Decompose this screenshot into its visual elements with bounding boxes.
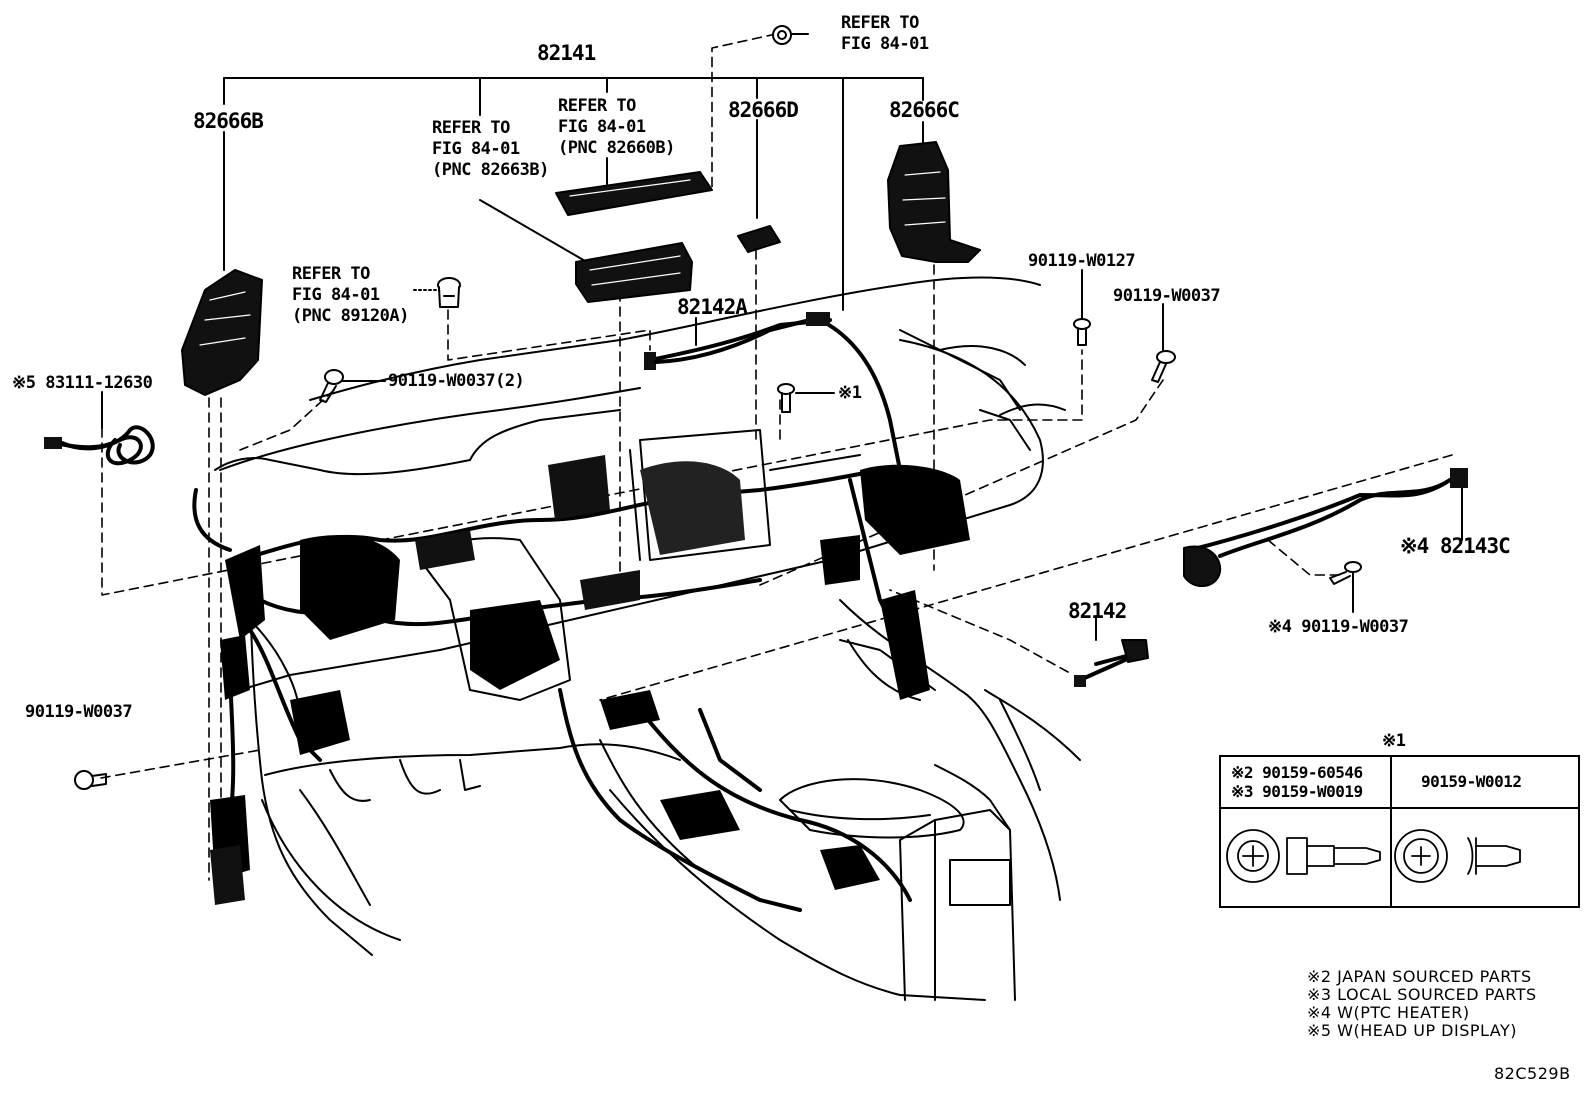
part-ecu-82660B xyxy=(555,171,713,216)
label-90119-W0127: 90119-W0127 xyxy=(1028,251,1136,271)
part-82143C-harness xyxy=(1183,468,1468,587)
label-82666B: 82666B xyxy=(193,109,264,133)
label-82143C: ※4 82143C xyxy=(1400,534,1511,558)
diagram-code: 82C529B xyxy=(1494,1064,1571,1083)
label-ref-a-3: (PNC 82663B) xyxy=(432,160,549,180)
label-82142: 82142 xyxy=(1068,599,1127,623)
fastener-table-hline xyxy=(1221,807,1578,809)
fastener-table-vline xyxy=(1390,757,1392,906)
part-82666D-connector xyxy=(737,225,781,253)
label-note1-screw: ※1 xyxy=(838,383,862,403)
dashed-lines xyxy=(100,33,1453,881)
bolt-90119-W0127 xyxy=(1073,318,1091,346)
bolt-90119-W0037-left xyxy=(74,770,107,790)
part-82142A-harness xyxy=(644,312,830,370)
part-89120A-sensor xyxy=(437,277,461,308)
bolt-90119-W0037-4 xyxy=(1329,561,1362,585)
label-ref-b-3: (PNC 82660B) xyxy=(558,138,675,158)
label-82142A: 82142A xyxy=(677,295,748,319)
harness-bundles xyxy=(210,455,970,905)
label-ref-c-2: FIG 84-01 xyxy=(292,285,380,305)
fastener-drawings xyxy=(1226,829,1521,883)
part-82142-harness xyxy=(1074,639,1149,687)
fastener-col1-line1: ※2 90159-60546 xyxy=(1231,763,1363,782)
part-83111-sensor-harness xyxy=(44,425,155,465)
screw-note1 xyxy=(777,383,795,413)
fastener-col1-line2: ※3 90159-W0019 xyxy=(1231,782,1363,801)
label-ref-c-3: (PNC 89120A) xyxy=(292,306,409,326)
clip-refer-top xyxy=(772,25,792,45)
label-83111-12630: ※5 83111-12630 xyxy=(12,373,153,393)
label-90119-W0037-4: ※4 90119-W0037 xyxy=(1268,617,1409,637)
label-refer-top-2: FIG 84-01 xyxy=(841,34,929,54)
fastener-table: ※2 90159-60546 ※3 90159-W0019 90159-W001… xyxy=(1219,755,1580,908)
dashboard-outline xyxy=(214,276,1081,1001)
label-82666D: 82666D xyxy=(728,98,799,122)
label-90119-W0037-2: 90119-W0037(2) xyxy=(388,371,525,391)
fastener-col2: 90159-W0012 xyxy=(1421,772,1522,791)
label-82666C: 82666C xyxy=(889,98,960,122)
note-local-sourced: ※3 LOCAL SOURCED PARTS xyxy=(1307,985,1537,1004)
label-90119-W0037-left: 90119-W0037 xyxy=(25,702,133,722)
bolt-90119-W0037-2 xyxy=(319,369,344,403)
label-ref-b-2: FIG 84-01 xyxy=(558,117,646,137)
label-90119-W0037-right: 90119-W0037 xyxy=(1113,286,1221,306)
note-head-up-display: ※5 W(HEAD UP DISPLAY) xyxy=(1307,1021,1518,1040)
bolt-90119-W0037-right xyxy=(1151,350,1176,383)
label-ref-c-1: REFER TO xyxy=(292,264,370,284)
note-japan-sourced: ※2 JAPAN SOURCED PARTS xyxy=(1307,967,1532,986)
label-ref-a-1: REFER TO xyxy=(432,118,510,138)
label-ref-a-2: FIG 84-01 xyxy=(432,139,520,159)
part-ecu-82663B xyxy=(575,242,693,303)
note-ptc-heater: ※4 W(PTC HEATER) xyxy=(1307,1003,1470,1022)
fastener-table-title: ※1 xyxy=(1382,731,1406,751)
label-refer-top-1: REFER TO xyxy=(841,13,919,33)
part-82666C-junction-block xyxy=(887,141,981,263)
label-82141: 82141 xyxy=(537,41,596,65)
label-ref-b-1: REFER TO xyxy=(558,96,636,116)
part-82666B-junction-block xyxy=(181,269,263,396)
